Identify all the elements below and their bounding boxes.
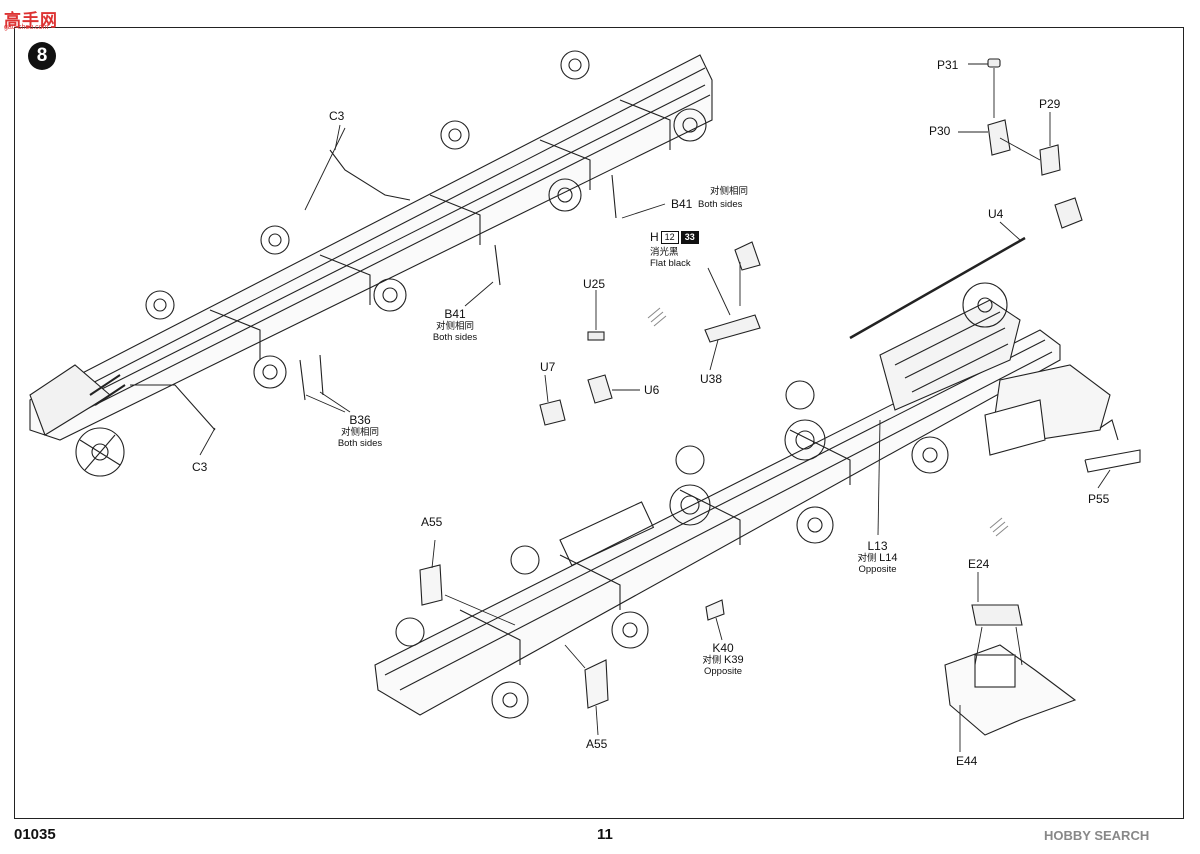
label-p55: P55 bbox=[1088, 492, 1110, 506]
small-parts bbox=[419, 58, 1083, 736]
paint-num-2: 33 bbox=[680, 231, 699, 245]
watermark-bottom: HOBBY SEARCH bbox=[1044, 828, 1150, 843]
label-c3-bottom: C3 bbox=[192, 460, 208, 474]
label-l13-zh: 对侧 bbox=[857, 553, 877, 564]
label-b36-zh: 对侧相同 bbox=[340, 427, 379, 438]
leader-lines bbox=[199, 63, 1111, 752]
paint-code: H bbox=[650, 230, 659, 244]
lower-chassis bbox=[374, 282, 1141, 719]
step-number-badge: 8 bbox=[28, 42, 56, 70]
paint-en: Flat black bbox=[650, 258, 691, 270]
label-u7: U7 bbox=[540, 360, 556, 374]
label-p29: P29 bbox=[1039, 97, 1061, 111]
upper-chassis bbox=[29, 50, 713, 477]
label-u4: U4 bbox=[988, 207, 1004, 221]
label-b41-top-zh: 对侧相同 bbox=[710, 186, 749, 197]
label-b36-en: Both sides bbox=[337, 438, 383, 449]
label-l14: L14 bbox=[879, 552, 898, 564]
paint-num-1: 12 bbox=[660, 231, 679, 245]
label-group-b41-mid: B41 对侧相同 Both sides bbox=[420, 307, 490, 344]
label-k40-zh: 对侧 bbox=[702, 655, 722, 666]
label-b41-top-en: Both sides bbox=[698, 199, 743, 210]
label-a55-top: A55 bbox=[421, 515, 443, 529]
label-b41-mid-zh: 对侧相同 bbox=[435, 321, 474, 332]
label-b41-mid-en: Both sides bbox=[432, 332, 478, 343]
label-u6: U6 bbox=[644, 383, 660, 397]
label-l13: L13 bbox=[867, 539, 888, 553]
label-u25: U25 bbox=[583, 277, 606, 291]
label-a55-bottom: A55 bbox=[586, 737, 608, 751]
watermark-top: 高手网 bbox=[4, 11, 58, 30]
product-code: 01035 bbox=[14, 826, 56, 843]
label-l13-en: Opposite bbox=[858, 564, 897, 575]
label-k40-alt-row: 对侧 K39 bbox=[693, 654, 753, 667]
label-b41-mid: B41 bbox=[444, 307, 466, 321]
label-c3-top: C3 bbox=[329, 109, 345, 123]
watermark-top-sub: gao-shou.com bbox=[4, 24, 49, 31]
label-p30: P30 bbox=[929, 124, 951, 138]
label-e44: E44 bbox=[956, 754, 978, 768]
label-b36: B36 bbox=[349, 413, 371, 427]
label-group-b36: B36 对侧相同 Both sides bbox=[325, 413, 395, 450]
flow-marks bbox=[647, 307, 1009, 537]
label-b41-top: B41 bbox=[671, 197, 693, 211]
paint-zh: 消光黑 bbox=[650, 247, 679, 259]
label-l13-alt-row: 对侧 L14 bbox=[845, 552, 910, 565]
label-group-k40: K40 对侧 K39 Opposite bbox=[693, 641, 753, 678]
label-e24: E24 bbox=[968, 557, 990, 571]
label-group-l13: L13 对侧 L14 Opposite bbox=[845, 539, 910, 576]
label-u38: U38 bbox=[700, 372, 723, 386]
label-p31: P31 bbox=[937, 58, 959, 72]
page-frame bbox=[14, 27, 1184, 819]
page-number: 11 bbox=[597, 826, 613, 843]
label-k40-en: Opposite bbox=[703, 666, 743, 677]
label-k39: K39 bbox=[724, 654, 744, 666]
label-k40: K40 bbox=[712, 641, 734, 655]
